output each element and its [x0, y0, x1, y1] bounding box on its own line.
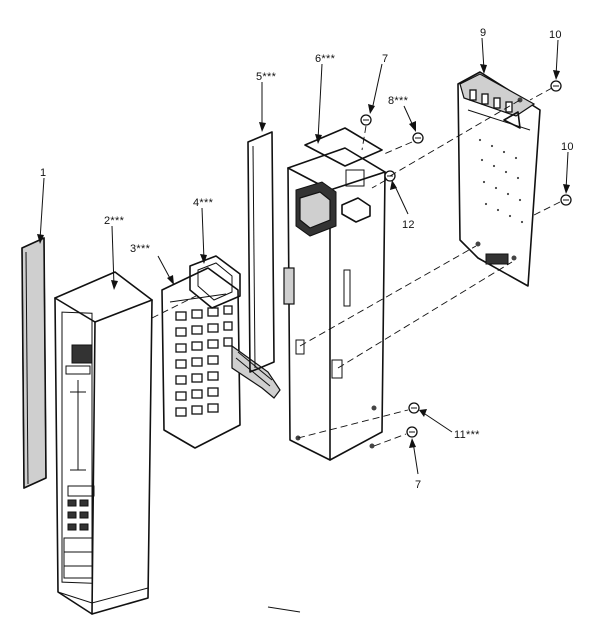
callout-7-bottom: 7	[415, 479, 421, 491]
part-1-side-panel	[21, 237, 47, 489]
callout-11: 11***	[454, 429, 480, 441]
callout-4: 4***	[193, 197, 214, 209]
screw-10-top	[550, 80, 562, 92]
callout-10-top: 10	[549, 29, 562, 41]
callout-6: 6***	[315, 53, 336, 65]
callout-2: 2***	[104, 215, 125, 227]
assembly-guide-lines	[151, 87, 561, 447]
callout-1: 1	[40, 167, 46, 179]
part-4-window-gasket	[189, 255, 241, 309]
stray-mark	[267, 606, 301, 613]
screw-7-top	[360, 114, 372, 126]
callout-10-mid: 10	[561, 141, 574, 153]
board-solder-dots	[478, 138, 524, 224]
part-3-keypad-membrane	[161, 267, 281, 449]
part-6-housing	[283, 127, 386, 461]
keypad-keys	[175, 305, 233, 417]
screw-11	[408, 402, 420, 414]
callout-3: 3***	[130, 243, 151, 255]
callout-labels: 1 2*** 3*** 4*** 5*** 6*** 7 8*** 9 10 1…	[40, 27, 574, 491]
screw-10-mid	[560, 194, 572, 206]
leader-lines	[37, 37, 570, 475]
part-2-control-panel	[54, 271, 153, 615]
part-9-circuit-board	[457, 71, 541, 287]
callout-5: 5***	[256, 71, 277, 83]
screw-7-bottom	[406, 426, 418, 438]
callout-7-top: 7	[382, 53, 388, 65]
callout-12: 12	[402, 219, 415, 231]
screws	[360, 80, 572, 438]
screw-8	[412, 132, 424, 144]
part-5-strip	[247, 131, 275, 373]
callout-9: 9	[480, 27, 486, 39]
callout-8: 8***	[388, 95, 409, 107]
